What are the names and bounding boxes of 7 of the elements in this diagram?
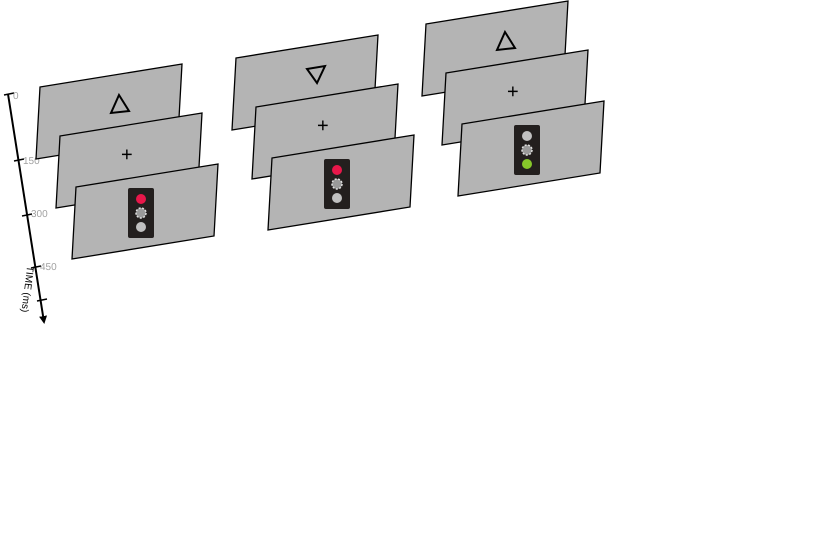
axis-title: TIME (ms) — [18, 265, 34, 313]
tick-label: 0 — [13, 92, 19, 102]
fixation-cross: + — [507, 82, 519, 102]
tick-label: 450 — [40, 263, 57, 273]
fixation-cross: + — [121, 145, 133, 165]
tick-label: 300 — [31, 210, 48, 220]
fixation-cross: + — [317, 116, 329, 136]
